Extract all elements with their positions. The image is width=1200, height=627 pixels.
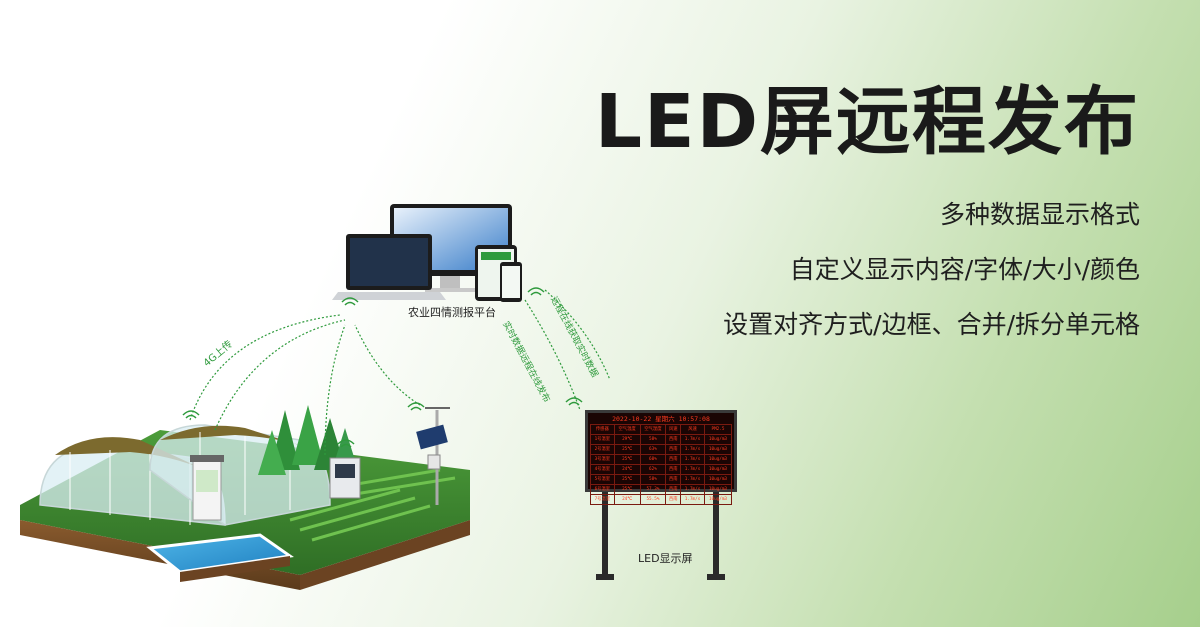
led-header-cell: 风速	[680, 424, 705, 435]
control-cabinet	[329, 457, 361, 499]
led-table-cell: 58%	[639, 474, 667, 485]
led-table-cell: 58%	[639, 434, 667, 445]
led-table-cell: 63%	[639, 444, 667, 455]
led-table-cell: 西南	[665, 434, 682, 445]
led-label: LED显示屏	[638, 552, 693, 565]
led-display-board: 2022-10-22 星期六 10:57:08 传感器 空气温度 空气湿度 风速…	[585, 410, 737, 505]
led-table-cell: 西南	[665, 494, 682, 505]
led-table-cell: 24℃	[613, 494, 641, 505]
led-table-cell: 2号温室	[590, 444, 615, 455]
led-table-cell: 57.3%	[639, 484, 667, 495]
led-table-cell: 10ug/m3	[703, 484, 733, 495]
led-table-cell: 6号温室	[590, 484, 615, 495]
led-table-cell: 25℃	[613, 484, 641, 495]
insect-trap-device	[190, 455, 224, 521]
weather-station	[416, 407, 450, 505]
led-table-cell: 西南	[665, 444, 682, 455]
led-table-cell: 1.7m/s	[680, 464, 705, 475]
led-stand	[596, 490, 725, 580]
led-table-cell: 西南	[665, 454, 682, 465]
platform-devices	[332, 204, 522, 302]
led-table-cell: 29℃	[613, 434, 641, 445]
led-table-cell: 25℃	[613, 444, 641, 455]
led-table-cell: 1.7m/s	[680, 454, 705, 465]
led-header-cell: 风速	[665, 424, 682, 435]
led-table-cell: 西南	[665, 484, 682, 495]
feature-item: 设置对齐方式/边框、合并/拆分单元格	[723, 310, 1140, 339]
led-table-cell: 10ug/m3	[703, 464, 733, 475]
led-table-cell: 西南	[665, 474, 682, 485]
led-table-cell: 10ug/m3	[703, 494, 733, 505]
feature-item: 多种数据显示格式	[939, 200, 1140, 229]
feature-item: 自定义显示内容/字体/大小/颜色	[789, 255, 1140, 284]
led-header-cell: 传感器	[590, 424, 615, 435]
led-table-cell: 60%	[639, 454, 667, 465]
led-table-cell: 西南	[665, 464, 682, 475]
led-table-cell: 1.7m/s	[680, 474, 705, 485]
led-table-cell: 62%	[639, 464, 667, 475]
led-header-row: 传感器 空气温度 空气湿度 风速 风速 PM2.5	[590, 424, 733, 435]
trees	[258, 405, 358, 475]
connection-arcs	[189, 289, 611, 456]
led-table-cell: 7号温室	[590, 494, 615, 505]
led-table-cell: 1.7m/s	[680, 484, 705, 495]
wifi-icon	[182, 287, 583, 448]
led-table-cell: 1.7m/s	[680, 444, 705, 455]
platform-label: 农业四情测报平台	[408, 306, 496, 319]
led-table-cell: 10ug/m3	[703, 444, 733, 455]
led-table-cell: 1号温室	[590, 434, 615, 445]
led-table-cell: 3号温室	[590, 454, 615, 465]
led-table-cell: 25℃	[613, 474, 641, 485]
led-header-cell: PM2.5	[703, 424, 733, 435]
led-table-cell: 24℃	[613, 464, 641, 475]
banner-title: LED屏远程发布	[594, 79, 1140, 165]
led-datetime: 2022-10-22 星期六 10:57:08	[612, 415, 710, 423]
led-table-cell: 5号温室	[590, 474, 615, 485]
led-table-cell: 1.7m/s	[680, 434, 705, 445]
led-table-cell: 10ug/m3	[703, 434, 733, 445]
led-table-cell: 1.7m/s	[680, 494, 705, 505]
led-header-cell: 空气湿度	[639, 424, 667, 435]
led-table-cell: 10ug/m3	[703, 474, 733, 485]
led-table-cell: 55.5%	[639, 494, 667, 505]
led-table-cell: 10ug/m3	[703, 454, 733, 465]
led-header-cell: 空气温度	[613, 424, 641, 435]
led-table-cell: 4号温室	[590, 464, 615, 475]
led-table-cell: 25℃	[613, 454, 641, 465]
